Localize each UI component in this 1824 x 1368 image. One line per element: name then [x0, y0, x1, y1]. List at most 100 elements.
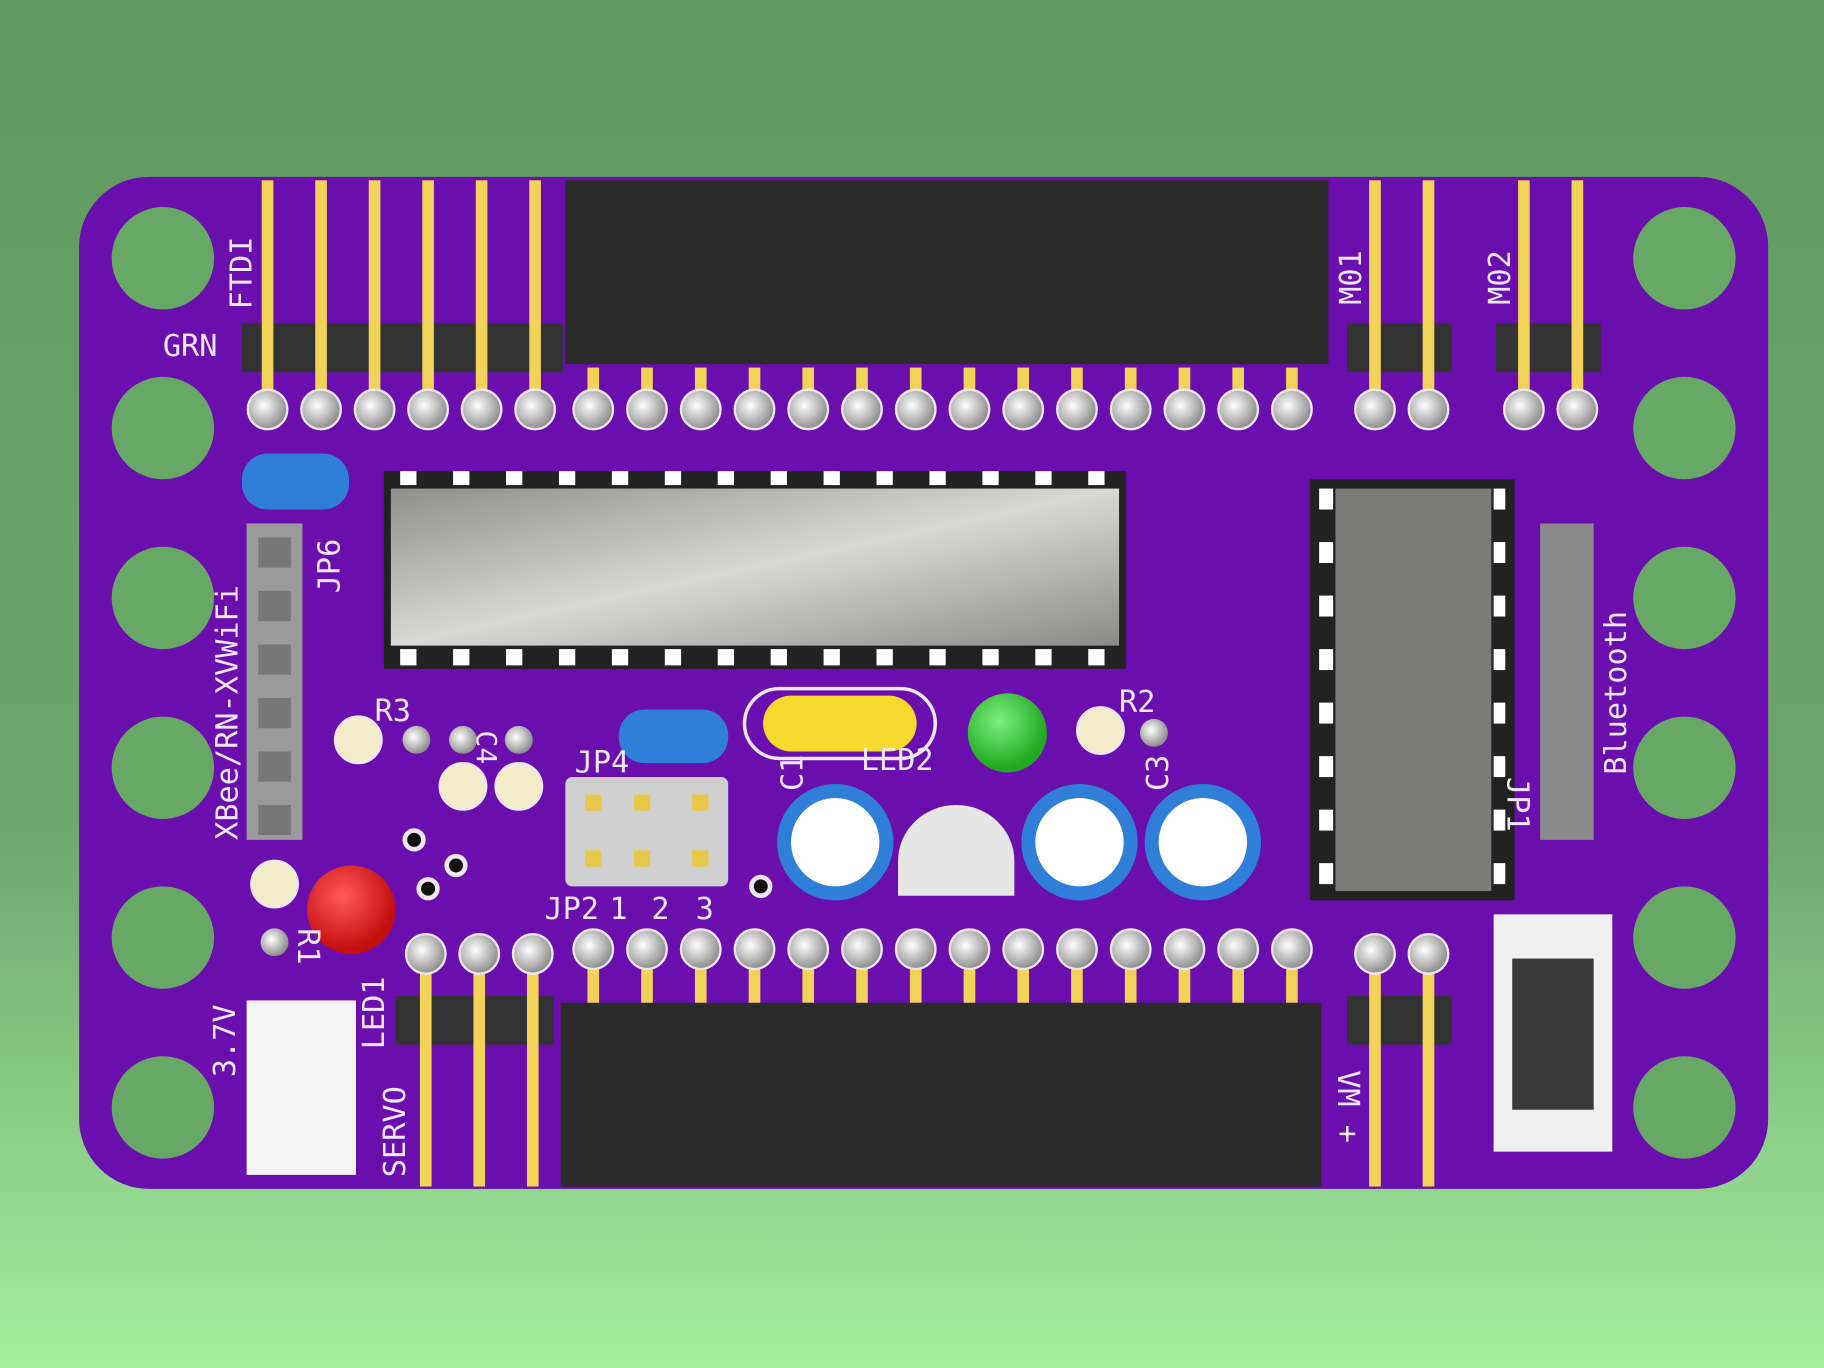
header-pin	[1369, 951, 1381, 1187]
xbee-header	[246, 523, 303, 840]
chip-pin	[717, 649, 735, 666]
mounting-hole	[111, 207, 215, 310]
mounting-hole	[1633, 886, 1736, 989]
battery-connector[interactable]	[246, 1000, 356, 1175]
pin-pad	[1556, 388, 1599, 431]
chip-pin	[1493, 542, 1506, 564]
chip-pin	[611, 471, 629, 486]
pin-pad	[353, 388, 396, 431]
xbee-pad	[258, 697, 291, 729]
chip-pin	[1319, 488, 1334, 510]
jumper-jp2	[565, 777, 729, 887]
label-xbee: XBee/RN-XVWiFi	[210, 585, 245, 840]
pin-pad	[679, 388, 722, 431]
chip-pin	[982, 471, 999, 486]
mounting-hole	[111, 1056, 215, 1159]
xbee-pad	[258, 590, 291, 622]
header-pin	[1178, 951, 1191, 1003]
pin-pad	[1056, 388, 1098, 431]
chip-pin	[823, 649, 840, 666]
pin-pad	[841, 388, 883, 431]
label-led2: LED2	[861, 743, 934, 778]
header-pin	[422, 180, 434, 408]
pin-pad	[514, 388, 557, 431]
header-pin	[1178, 367, 1191, 408]
label-r1: R1	[290, 928, 325, 964]
component-lead	[1140, 718, 1168, 747]
crystal-outline	[742, 686, 938, 761]
pin-pad	[948, 388, 991, 431]
label-led1: LED1	[357, 976, 392, 1049]
header-pins	[246, 180, 1599, 1187]
bluetooth-header	[1540, 523, 1594, 840]
component-pad	[494, 761, 544, 811]
pin-pad	[787, 388, 830, 431]
capacitor-top	[1035, 798, 1124, 887]
header-pin	[1571, 180, 1584, 408]
chip-pin	[770, 649, 787, 666]
jumper-pad	[692, 850, 709, 867]
header-pin	[694, 367, 707, 408]
label-c3: C3	[1141, 755, 1176, 791]
pin-pad	[458, 932, 501, 975]
mounting-holes	[111, 207, 1736, 1159]
header-pin	[1422, 180, 1435, 408]
header-pin	[1124, 951, 1137, 1003]
xbee-pad	[258, 644, 291, 675]
component-pad	[1076, 706, 1125, 755]
header-pin	[1422, 951, 1435, 1187]
chip-pin	[506, 649, 523, 666]
label-servo: SERVO	[378, 1086, 413, 1177]
label-jp1: JP1	[1500, 777, 1535, 832]
pin-pad	[1217, 388, 1260, 431]
header-pin	[1232, 951, 1244, 1003]
chip-pin	[1088, 471, 1105, 486]
pin-pad	[626, 928, 668, 971]
pin-pad	[894, 928, 937, 971]
chip-pin	[611, 649, 629, 666]
chip-pin	[1035, 649, 1052, 666]
header-pin	[909, 367, 922, 408]
header-pin	[641, 951, 653, 1003]
header-pin	[1124, 367, 1137, 408]
pin-pad	[1109, 928, 1152, 971]
chip-pin	[453, 649, 470, 666]
header-pin	[963, 367, 976, 408]
chip-pin	[1088, 649, 1105, 666]
chip-pin	[823, 471, 840, 486]
header-pin	[261, 180, 274, 408]
component-lead	[402, 725, 431, 754]
pin-pad	[1270, 388, 1313, 431]
header-pin	[856, 951, 868, 1003]
pin-pad	[679, 928, 722, 971]
header-pin	[1369, 180, 1381, 408]
pin-pad	[1056, 928, 1098, 971]
header-pin	[856, 367, 868, 408]
chip-pin	[664, 649, 682, 666]
label-pin1: 1	[610, 892, 628, 927]
pin-pad	[1354, 388, 1396, 431]
pin-pad	[1354, 932, 1396, 975]
chip-pin	[400, 471, 417, 486]
mounting-hole	[111, 546, 215, 650]
pin-pad	[626, 388, 668, 431]
chip-pin	[1319, 649, 1334, 671]
component-lead	[260, 928, 289, 957]
pin-pad	[511, 932, 554, 975]
header-pin	[641, 367, 653, 408]
label-grn: GRN	[163, 329, 218, 364]
top-center-header-shroud	[565, 180, 1329, 365]
jumper-pad	[633, 794, 651, 811]
header-pin	[694, 951, 707, 1003]
led-red	[307, 865, 396, 954]
jumper-pad	[585, 794, 602, 811]
power-switch-slider[interactable]	[1512, 958, 1594, 1110]
pcb-board	[79, 176, 1769, 1189]
mounting-hole	[1633, 546, 1736, 650]
header-pin	[1071, 951, 1083, 1003]
xbee-pad	[258, 537, 291, 568]
mounting-hole	[111, 716, 215, 819]
pin-pad	[1217, 928, 1260, 971]
pin-pad	[460, 388, 503, 431]
